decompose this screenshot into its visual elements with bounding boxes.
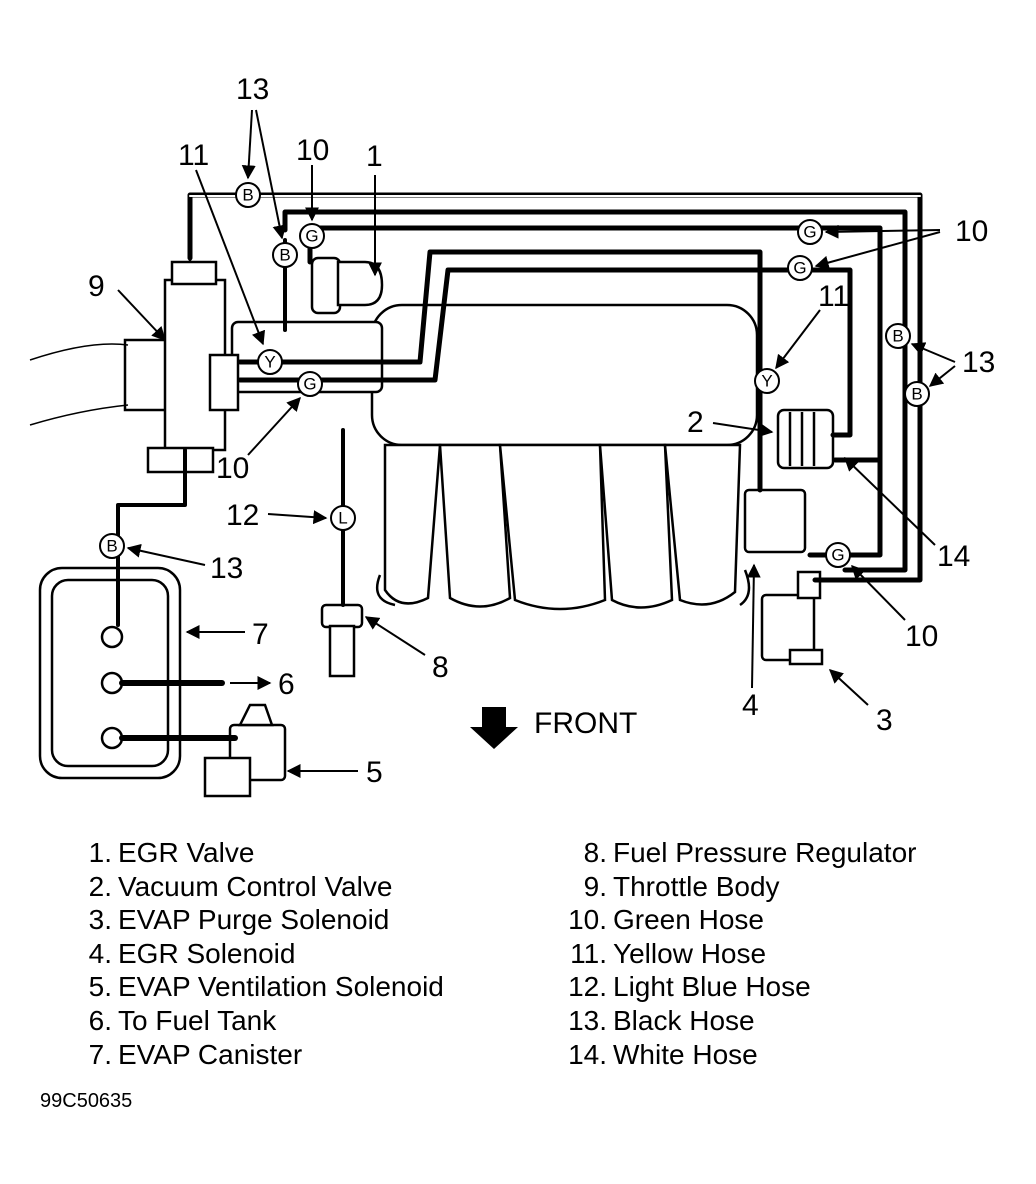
hose-tag: G bbox=[797, 219, 823, 245]
svg-text:Y: Y bbox=[761, 372, 772, 391]
callout-label: 8 bbox=[432, 651, 449, 684]
legend-item: 13.Black Hose bbox=[568, 1004, 755, 1036]
legend-item: 6.To Fuel Tank bbox=[88, 1004, 277, 1036]
callout-label: 13 bbox=[236, 73, 269, 106]
front-label: FRONT bbox=[534, 707, 637, 740]
svg-text:B: B bbox=[106, 537, 117, 556]
svg-text:G: G bbox=[803, 223, 816, 242]
svg-text:B: B bbox=[892, 327, 903, 346]
svg-text:G: G bbox=[831, 546, 844, 565]
hose-tag: Y bbox=[257, 349, 283, 375]
callout-label: 13 bbox=[210, 552, 243, 585]
hose-tag: B bbox=[272, 242, 298, 268]
throttle-body bbox=[29, 240, 240, 474]
callout-label: 9 bbox=[88, 270, 105, 303]
callout-label: 10 bbox=[296, 134, 329, 167]
front-arrow-icon bbox=[470, 707, 518, 749]
svg-text:L: L bbox=[338, 509, 347, 528]
callout-label: 14 bbox=[937, 540, 970, 573]
legend-item: 11.Yellow Hose bbox=[570, 937, 767, 969]
figure-id: 99C50635 bbox=[40, 1090, 133, 1112]
svg-text:B: B bbox=[911, 385, 922, 404]
evap-ventilation-solenoid bbox=[203, 703, 287, 798]
front-indicator: FRONT bbox=[470, 707, 637, 749]
callout-label: 2 bbox=[687, 406, 704, 439]
callout-labels: 13 10 1 11 9 10 12 13 7 6 5 8 10 11 13 2… bbox=[88, 73, 995, 789]
hose-tag: B bbox=[99, 533, 125, 559]
callout-label: 1 bbox=[366, 140, 383, 173]
legend-right: 8.Fuel Pressure Regulator 9.Throttle Bod… bbox=[548, 836, 916, 1071]
hose-tag: L bbox=[330, 505, 356, 531]
legend-item: 8.Fuel Pressure Regulator bbox=[583, 837, 917, 868]
svg-text:G: G bbox=[303, 375, 316, 394]
callout-label: 10 bbox=[216, 452, 249, 485]
legend-item: 4.EGR Solenoid bbox=[88, 937, 296, 969]
legend-item: 10.Green Hose bbox=[568, 904, 764, 936]
callout-label: 12 bbox=[226, 499, 259, 532]
legend-item: 14.White Hose bbox=[568, 1038, 758, 1070]
svg-text:B: B bbox=[279, 246, 290, 265]
egr-solenoid bbox=[743, 488, 807, 554]
svg-text:G: G bbox=[793, 259, 806, 278]
legend-item: 5.EVAP Ventilation Solenoid bbox=[88, 971, 444, 1003]
vacuum-hose-diagram: B B G Y G L B G G Y B B G bbox=[29, 73, 995, 798]
legend-item: 7.EVAP Canister bbox=[88, 1038, 303, 1070]
evap-purge-solenoid bbox=[760, 570, 824, 666]
svg-text:G: G bbox=[305, 227, 318, 246]
callout-label: 11 bbox=[818, 280, 849, 313]
hose-tag: B bbox=[885, 323, 911, 349]
callout-label: 5 bbox=[366, 756, 383, 789]
hose-tag: B bbox=[904, 381, 930, 407]
legend-item: 2.Vacuum Control Valve bbox=[88, 870, 393, 902]
leader-arrows bbox=[117, 109, 956, 778]
callout-label: 11 bbox=[178, 139, 209, 172]
callout-label: 6 bbox=[278, 668, 295, 701]
hose-tag: Y bbox=[754, 368, 780, 394]
hose-tag: G bbox=[299, 223, 325, 249]
legend-item: 1.EGR Valve bbox=[88, 837, 255, 868]
vacuum-control-valve bbox=[776, 408, 835, 470]
intake-runners bbox=[375, 443, 751, 611]
egr-valve bbox=[310, 256, 384, 315]
hose-tag: G bbox=[297, 371, 323, 397]
svg-text:Y: Y bbox=[264, 353, 275, 372]
callout-label: 4 bbox=[742, 689, 759, 722]
callout-label: 7 bbox=[252, 618, 269, 651]
callout-label: 13 bbox=[962, 346, 995, 379]
fuel-pressure-regulator bbox=[320, 603, 364, 678]
legend-item: 12.Light Blue Hose bbox=[568, 971, 811, 1003]
callout-label: 10 bbox=[905, 620, 938, 653]
hose-tag: G bbox=[787, 255, 813, 281]
hose-tags: B B G Y G L B G G Y B B G bbox=[99, 182, 930, 568]
legend-left: 1.EGR Valve 2.Vacuum Control Valve 3.EVA… bbox=[64, 836, 444, 1071]
callout-label: 10 bbox=[955, 215, 988, 248]
callout-label: 3 bbox=[876, 704, 893, 737]
hose-tag: B bbox=[235, 182, 261, 208]
legend-item: 9.Throttle Body bbox=[583, 870, 780, 902]
svg-text:B: B bbox=[242, 186, 253, 205]
evap-canister bbox=[38, 566, 182, 780]
hose-tag: G bbox=[825, 542, 851, 568]
legend-item: 3.EVAP Purge Solenoid bbox=[88, 904, 390, 936]
